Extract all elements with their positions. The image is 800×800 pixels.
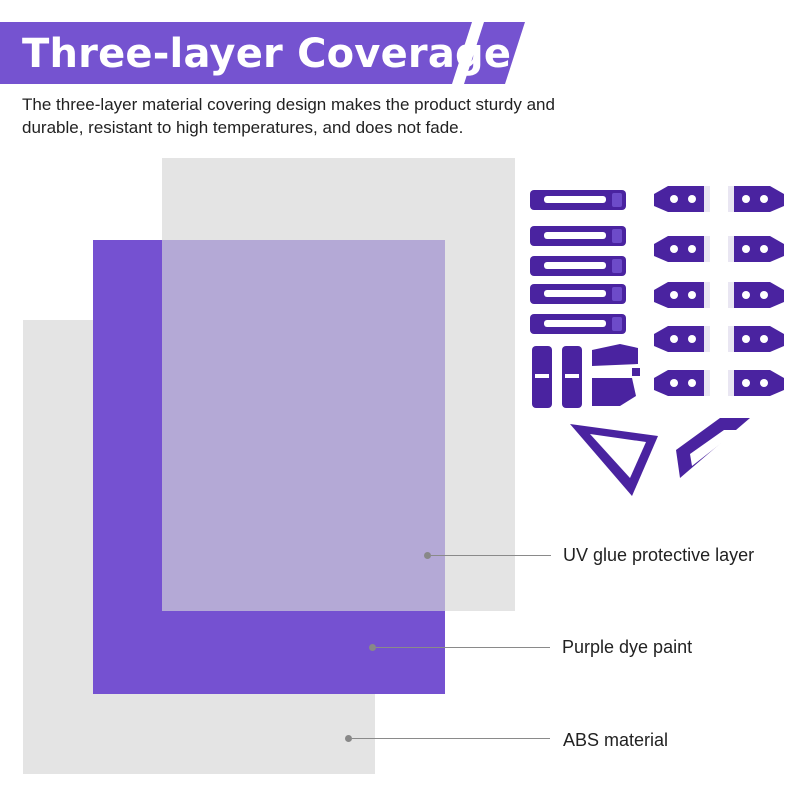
- abs-layer-leader: [352, 738, 550, 739]
- banner-shape: [0, 22, 525, 84]
- uv-layer-label: UV glue protective layer: [563, 545, 755, 565]
- uv-layer-dot: [424, 552, 431, 559]
- door-handle-cover-icon: [530, 190, 626, 334]
- dye-layer-leader: [376, 647, 550, 648]
- uv-glue-overlap: [162, 240, 445, 611]
- title-banner: [0, 22, 525, 84]
- side-marker-trim-icon: [532, 344, 640, 408]
- hinge-cover-icon: [654, 186, 784, 396]
- product-parts-image: [530, 186, 784, 496]
- description-text: The three-layer material covering design…: [22, 95, 555, 137]
- dye-layer-label: Purple dye paint: [562, 637, 693, 657]
- mirror-trim-icon: [570, 418, 750, 496]
- abs-layer-label: ABS material: [563, 730, 669, 750]
- uv-layer-leader: [431, 555, 551, 556]
- page-title: Three-layer Coverage: [22, 31, 512, 77]
- abs-layer-dot: [345, 735, 352, 742]
- dye-layer-dot: [369, 644, 376, 651]
